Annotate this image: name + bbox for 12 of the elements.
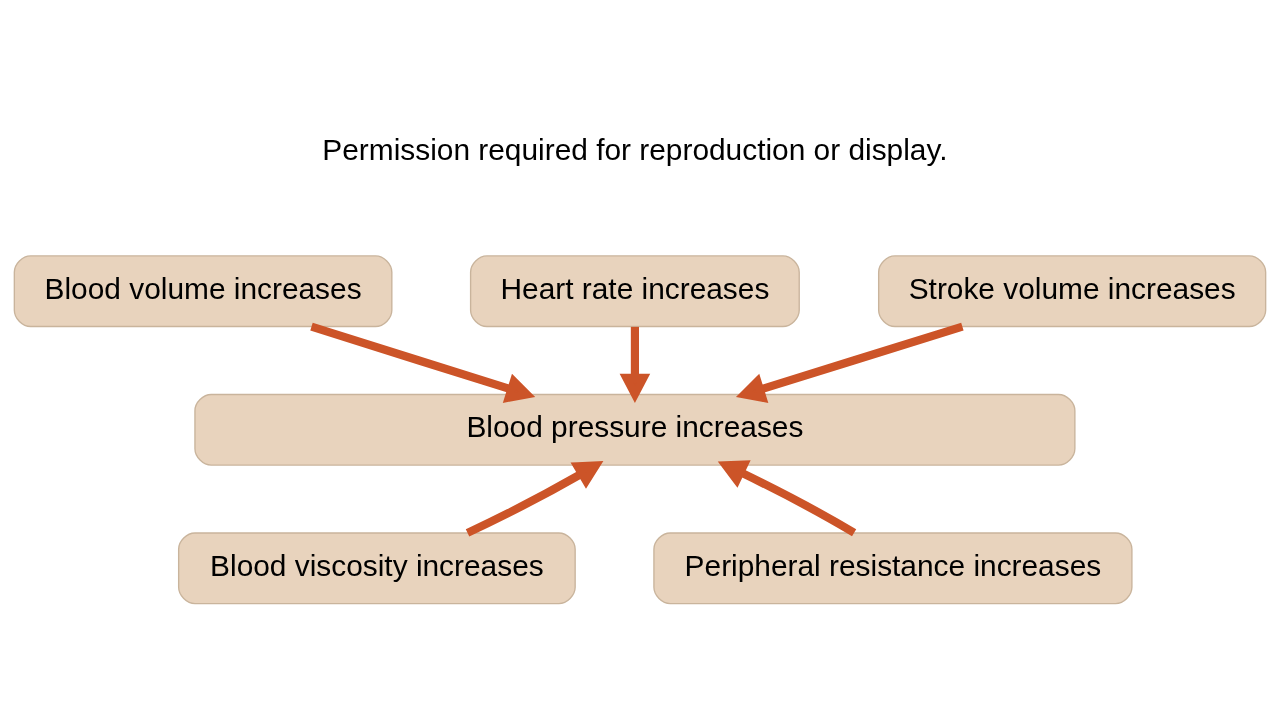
arrow <box>465 460 604 537</box>
label: Permission required for reproduction or display. <box>322 132 948 166</box>
node-box: Stroke volume increases <box>878 254 1267 327</box>
arrow <box>717 459 857 536</box>
arrow <box>619 326 651 403</box>
node-box: Heart rate increases <box>469 254 800 327</box>
node-box: Blood volume increases <box>13 254 393 327</box>
arrow <box>735 322 964 403</box>
node-box: Blood pressure increases <box>194 393 1076 466</box>
arrow <box>310 322 536 403</box>
node-box: Blood viscosity increases <box>177 531 576 604</box>
node-box: Peripheral resistance increases <box>653 531 1133 604</box>
